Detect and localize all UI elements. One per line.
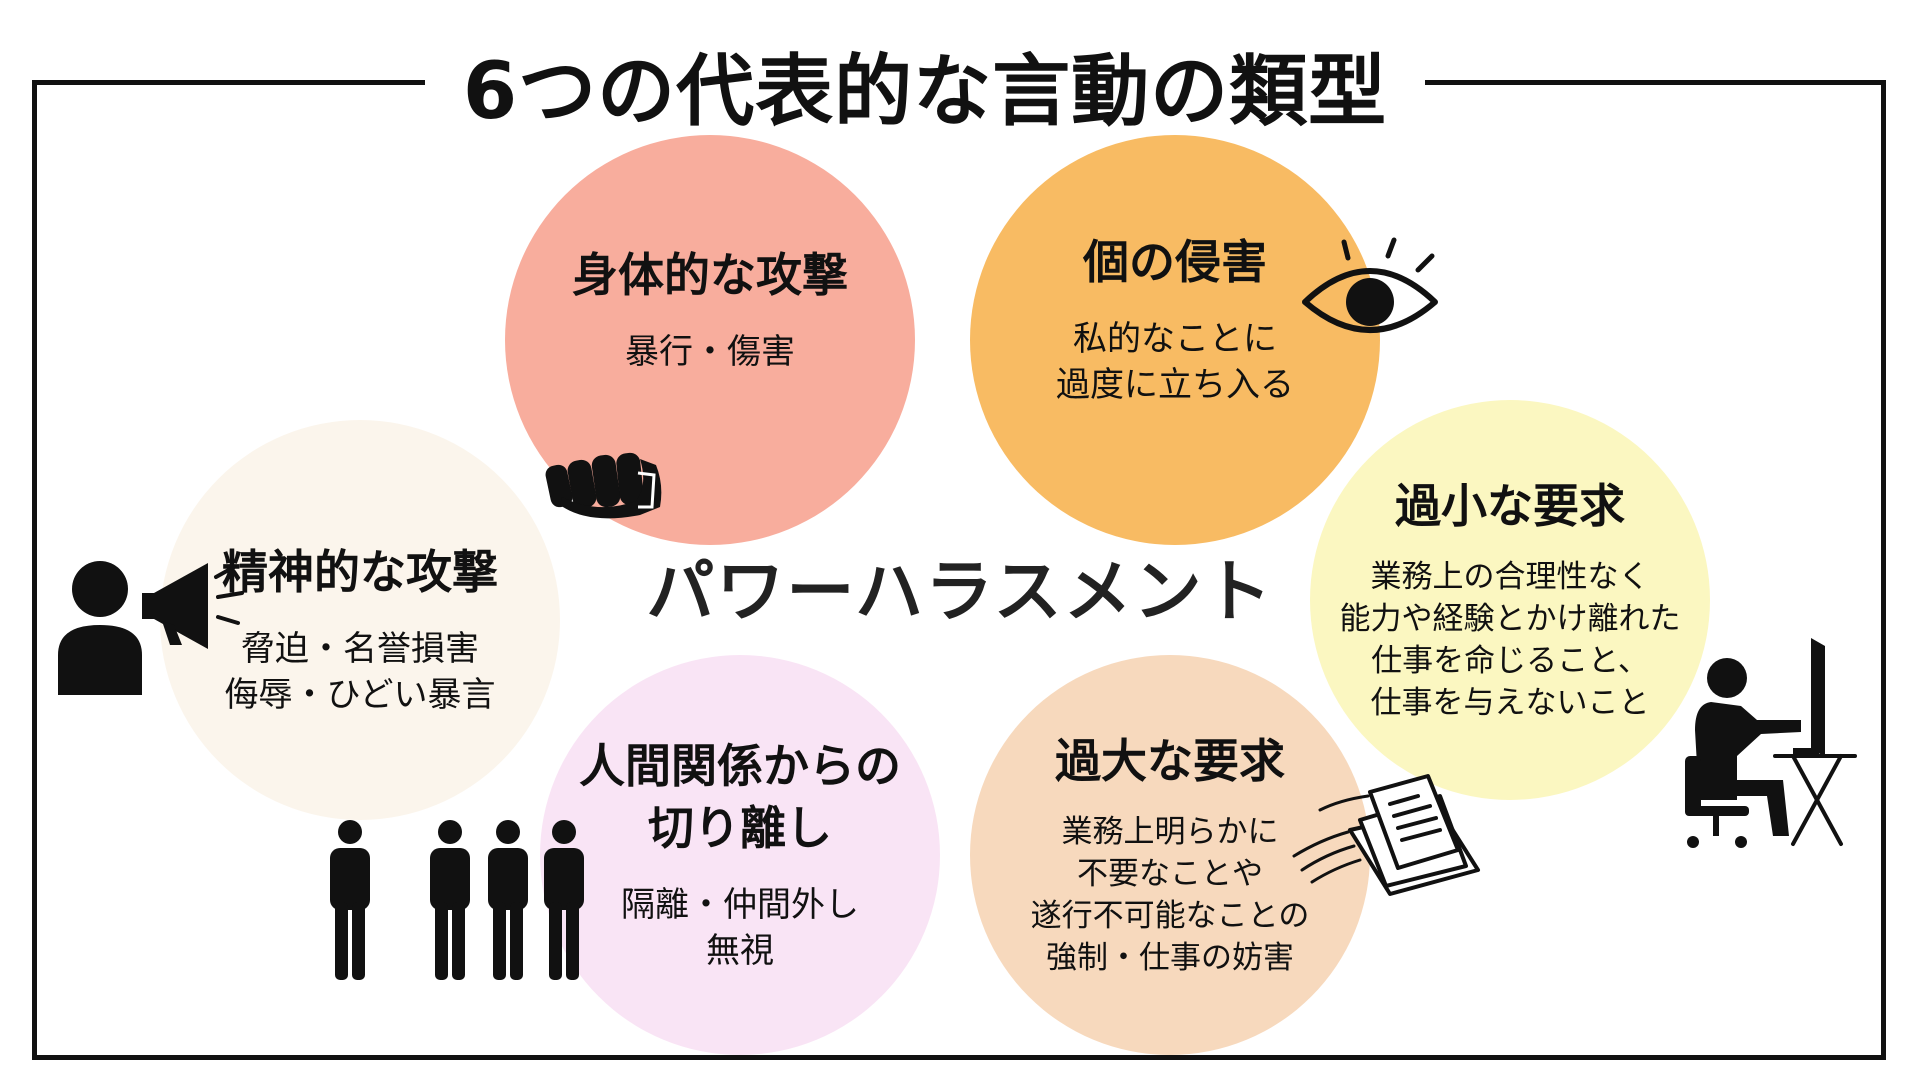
excessive-demand-heading: 過大な要求: [1055, 734, 1285, 789]
fist-icon: [545, 452, 662, 519]
insufficient-demand-line: 仕事を命じること、: [1371, 643, 1649, 680]
insufficient-demand-line: 仕事を与えないこと: [1370, 684, 1650, 721]
isolated-person-icon: [330, 820, 584, 980]
isolation-line: 隔離・仲間外し: [621, 885, 859, 926]
excessive-demand-line: 遂行不可能なことの: [1030, 898, 1310, 935]
insufficient-demand-description: 業務上の合理性なく 能力や経験とかけ離れた 仕事を命じること、 仕事を与えないこ…: [1340, 557, 1681, 724]
privacy-invasion-description: 私的なことに 過度に立ち入る: [1056, 317, 1294, 409]
isolation-line: 無視: [706, 931, 774, 972]
privacy-invasion-heading: 個の侵害: [1083, 235, 1267, 290]
privacy-invasion-line: 過度に立ち入る: [1056, 365, 1294, 406]
desk-worker-icon: [1685, 638, 1857, 848]
center-label: パワーハラスメント: [646, 552, 1274, 632]
circle-privacy-invasion: 個の侵害 私的なことに 過度に立ち入る: [970, 135, 1380, 545]
circle-mental-attack: 精神的な攻撃 脅迫・名誉損害 侮辱・ひどい暴言: [160, 420, 560, 820]
mental-attack-line: 侮辱・ひどい暴言: [224, 675, 496, 716]
papers-icon: [1292, 774, 1480, 896]
mental-attack-description: 脅迫・名誉損害 侮辱・ひどい暴言: [225, 627, 496, 719]
circle-insufficient-demand: 過小な要求 業務上の合理性なく 能力や経験とかけ離れた 仕事を命じること、 仕事…: [1310, 400, 1710, 800]
physical-attack-line: 暴行・傷害: [625, 332, 795, 373]
isolation-heading: 人間関係からの 切り離し: [579, 735, 901, 859]
isolation-heading-line: 切り離し: [648, 801, 832, 856]
eye-icon: [1302, 237, 1438, 333]
title-background: [425, 30, 1425, 140]
excessive-demand-line: 強制・仕事の妨害: [1045, 939, 1294, 976]
excessive-demand-line: 業務上明らかに: [1061, 814, 1279, 851]
mental-attack-heading: 精神的な攻撃: [222, 545, 498, 600]
page-title: 6つの代表的な言動の類型: [462, 47, 1388, 137]
insufficient-demand-line: 業務上の合理性なく: [1370, 559, 1650, 596]
excessive-demand-description: 業務上明らかに 不要なことや 遂行不可能なことの 強制・仕事の妨害: [1031, 812, 1310, 979]
physical-attack-description: 暴行・傷害: [625, 330, 795, 376]
circle-isolation: 人間関係からの 切り離し 隔離・仲間外し 無視: [540, 655, 940, 1055]
physical-attack-heading: 身体的な攻撃: [572, 248, 848, 302]
megaphone-person-icon: [58, 561, 244, 695]
mental-attack-line: 脅迫・名誉損害: [240, 629, 479, 670]
isolation-description: 隔離・仲間外し 無視: [621, 883, 859, 975]
insufficient-demand-line: 能力や経験とかけ離れた: [1339, 601, 1681, 638]
circle-excessive-demand: 過大な要求 業務上明らかに 不要なことや 遂行不可能なことの 強制・仕事の妨害: [970, 655, 1370, 1055]
insufficient-demand-heading: 過小な要求: [1395, 479, 1625, 534]
privacy-invasion-line: 私的なことに: [1073, 319, 1277, 360]
isolation-heading-line: 人間関係からの: [579, 739, 901, 794]
excessive-demand-line: 不要なことや: [1076, 856, 1263, 893]
